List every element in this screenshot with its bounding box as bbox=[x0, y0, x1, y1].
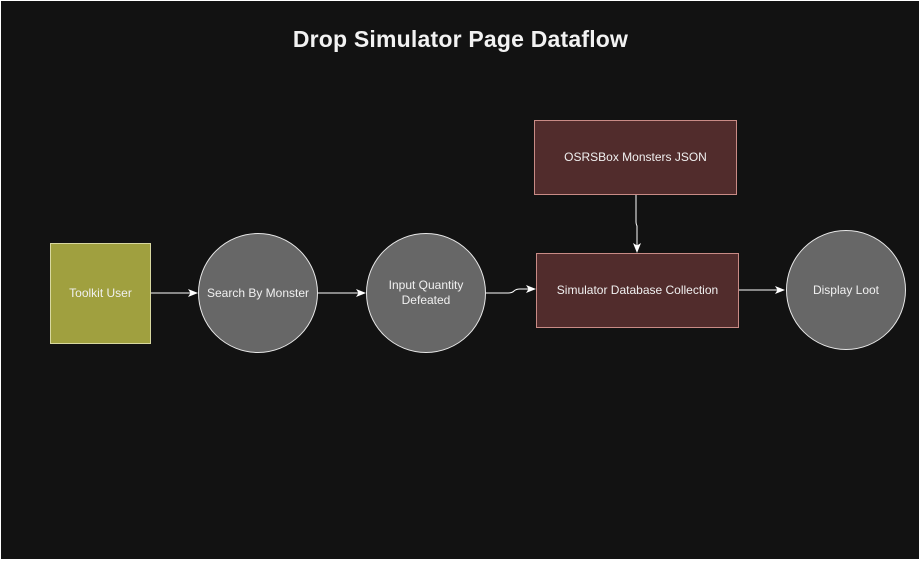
node-simulator-database-collection-label: Simulator Database Collection bbox=[556, 283, 719, 297]
node-input-quantity-defeated-label: Input Quantity Defeated bbox=[388, 278, 464, 307]
node-search-by-monster-label: Search By Monster bbox=[206, 285, 310, 300]
node-input-quantity-defeated: Input Quantity Defeated bbox=[366, 233, 486, 353]
node-search-by-monster: Search By Monster bbox=[198, 233, 318, 353]
node-toolkit-user: Toolkit User bbox=[50, 243, 151, 344]
node-display-loot-label: Display Loot bbox=[812, 282, 880, 297]
node-display-loot: Display Loot bbox=[786, 230, 906, 350]
node-osrsbox-monsters-json: OSRSBox Monsters JSON bbox=[534, 120, 737, 195]
diagram-title: Drop Simulator Page Dataflow bbox=[292, 26, 629, 52]
node-simulator-database-collection: Simulator Database Collection bbox=[536, 253, 739, 328]
node-osrsbox-monsters-json-label: OSRSBox Monsters JSON bbox=[564, 150, 707, 164]
node-toolkit-user-label: Toolkit User bbox=[69, 286, 132, 300]
